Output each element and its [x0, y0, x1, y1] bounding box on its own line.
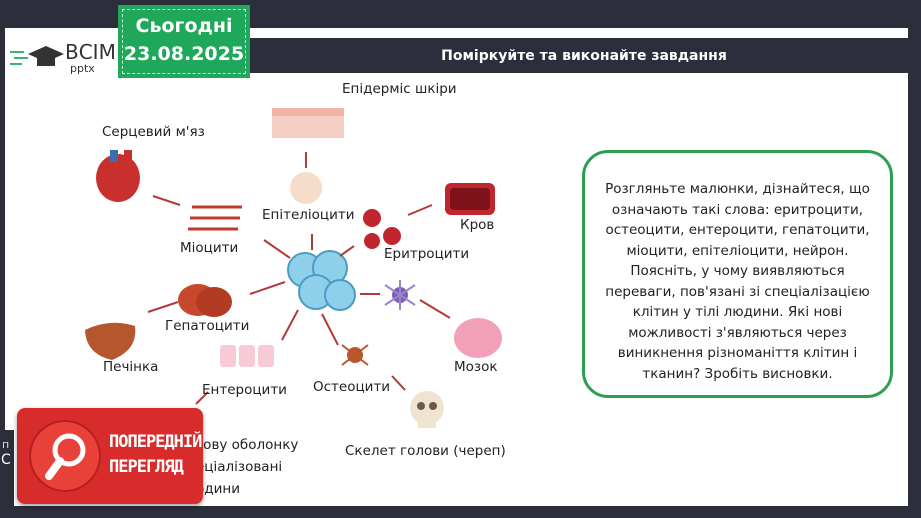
- fragment: п: [2, 438, 10, 451]
- task-box: Розгляньте малюнки, дізнайтеся, що означ…: [582, 150, 893, 398]
- partial-text: зову оболонку: [196, 437, 299, 453]
- brain-image: [454, 318, 502, 358]
- graduation-cap-icon: [10, 46, 64, 66]
- label-myocytes: Міоцити: [180, 240, 239, 256]
- osteocyte-image: [341, 344, 369, 366]
- date-badge: Сьогодні 23.08.2025: [118, 5, 250, 78]
- magnifier-icon: [29, 420, 101, 492]
- logo-sub: pptx: [70, 62, 95, 75]
- blood-vessel-image: [445, 183, 495, 215]
- label-hepatocytes: Гепатоцити: [165, 318, 250, 334]
- arrows: [147, 152, 451, 405]
- label-blood: Кров: [460, 217, 495, 233]
- label-osteocytes: Остеоцити: [313, 379, 391, 395]
- stem-cells-image: [287, 250, 356, 311]
- fragment: С: [1, 452, 11, 468]
- label-erythrocytes: Еритроцити: [384, 246, 470, 262]
- heart-image: [96, 150, 140, 202]
- preview-line2: ПЕРЕГЛЯД: [109, 457, 184, 477]
- logo-text: ВСІМ: [65, 40, 116, 64]
- slide-title: Поміркуйте та виконайте завдання: [441, 47, 727, 64]
- enterocytes-image: [220, 345, 274, 367]
- preview-line1: ПОПЕРЕДНІЙ: [109, 432, 202, 452]
- label-skull: Скелет голови (череп): [345, 443, 506, 459]
- label-liver: Печінка: [103, 359, 159, 375]
- slide-header: Поміркуйте та виконайте завдання: [250, 38, 908, 73]
- liver-image: [85, 322, 136, 360]
- skull-image: [410, 391, 444, 428]
- hepatocyte-image: [178, 284, 232, 317]
- label-epithelial: Епітеліоцити: [262, 207, 355, 223]
- partial-text: одини: [196, 481, 240, 497]
- erythrocytes-image: [363, 209, 401, 249]
- left-strip: п С: [0, 430, 14, 518]
- task-text: Розгляньте малюнки, дізнайтеся, що означ…: [605, 181, 870, 382]
- neuron-image: [384, 280, 416, 310]
- muscle-image: [188, 205, 242, 231]
- label-brain: Мозок: [454, 359, 498, 375]
- epithelial-cell-image: [290, 172, 322, 204]
- preview-button[interactable]: ПОПЕРЕДНІЙ ПЕРЕГЛЯД: [17, 408, 203, 504]
- epidermis-image: [272, 108, 344, 138]
- label-enterocytes: Ентероцити: [202, 382, 287, 398]
- partial-text: еціалізовані: [196, 459, 283, 475]
- label-epidermis: Епідерміс шкіри: [342, 81, 457, 97]
- label-heart: Серцевий м'яз: [102, 124, 205, 140]
- logo: ВСІМ pptx: [10, 40, 120, 75]
